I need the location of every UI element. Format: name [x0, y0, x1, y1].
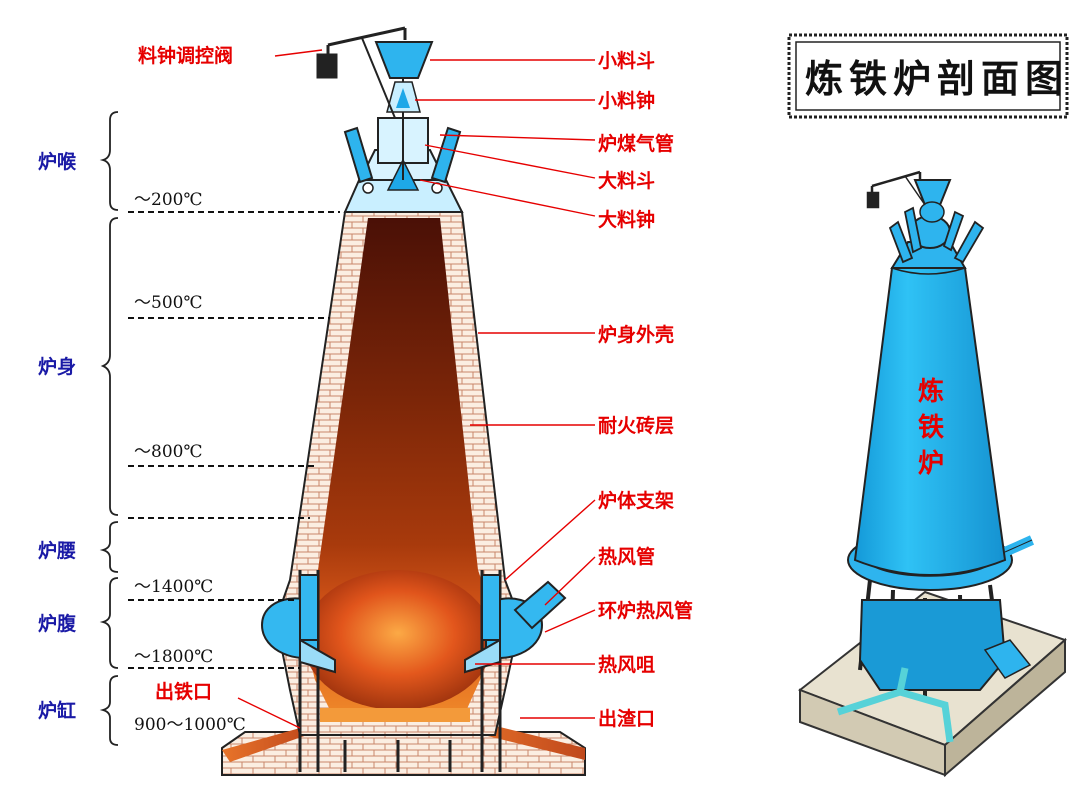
zone-bosh: 炉腹 — [38, 612, 77, 635]
label-taphole: 出铁口 — [155, 680, 212, 703]
diagram-title: 炼铁炉剖面图 — [805, 56, 1069, 101]
label-gas-pipe: 炉煤气管 — [598, 132, 674, 155]
temperature-level-lines — [128, 211, 340, 669]
label-brick-layer: 耐火砖层 — [598, 414, 674, 437]
furnace-3d-base — [858, 599, 1007, 691]
temp-800: ～800℃ — [134, 442, 202, 462]
temperature-labels: ～200℃ ～500℃ ～800℃ ～1400℃ ～1800℃ 900～1000… — [134, 190, 246, 735]
tap-runner-3d — [836, 667, 954, 743]
molten-iron — [320, 708, 470, 722]
zone-labels: 炉喉 炉身 炉腰 炉腹 炉缸 — [38, 150, 77, 722]
side-label-char-2: 铁 — [918, 412, 944, 443]
zone-belly: 炉腰 — [38, 539, 76, 562]
label-bell-control-valve: 料钟调控阀 — [138, 44, 233, 67]
slag-trough-3d — [983, 639, 1032, 679]
temp-1800: ～1800℃ — [134, 647, 213, 667]
temp-500: ～500℃ — [134, 293, 202, 313]
side-label-char-1: 炼 — [918, 377, 944, 407]
label-large-hopper: 大料斗 — [598, 169, 655, 192]
small-hopper-3d — [913, 179, 952, 206]
pedestal-front-right — [944, 637, 1066, 778]
temp-900-1000: 900～1000℃ — [134, 715, 246, 735]
control-lever-3d — [866, 170, 926, 209]
zone-brackets — [99, 111, 119, 746]
small-hopper — [374, 41, 434, 79]
zone-stack: 炉身 — [38, 355, 76, 378]
zone-hearth: 炉缸 — [38, 699, 76, 722]
slag-trough-left — [222, 728, 310, 762]
shell-3d — [853, 267, 1007, 576]
bell-control-valve — [316, 26, 407, 119]
label-support-frame: 炉体支架 — [598, 489, 674, 512]
gas-offtake-pipes — [343, 126, 462, 184]
leader-lines — [237, 49, 596, 729]
temp-200: ～200℃ — [134, 190, 202, 210]
label-shell: 炉身外壳 — [598, 323, 674, 346]
label-slag-notch: 出渣口 — [598, 707, 655, 730]
label-small-hopper: 小料斗 — [598, 49, 655, 72]
combustion-zone — [303, 570, 493, 710]
temp-1400: ～1400℃ — [134, 577, 213, 597]
furnace-3d-illustration: 炼 铁 炉 — [797, 170, 1067, 778]
title-box: 炼铁炉剖面图 — [787, 33, 1069, 119]
furnace-cross-section — [221, 26, 586, 776]
gas-pipes-3d — [888, 206, 985, 264]
hot-blast-pipe — [513, 580, 567, 630]
label-bustle-pipe: 环炉热风管 — [598, 599, 693, 622]
zone-throat: 炉喉 — [38, 150, 77, 173]
label-large-bell: 大料钟 — [598, 208, 655, 231]
side-label-char-3: 炉 — [918, 449, 944, 479]
label-small-bell: 小料钟 — [598, 89, 655, 112]
bustle-pipe — [260, 574, 544, 659]
label-hot-blast-pipe: 热风管 — [598, 545, 655, 568]
component-labels: 小料斗 小料钟 炉煤气管 大料斗 大料钟 炉身外壳 耐火砖层 炉体支架 热风管 … — [138, 44, 693, 730]
label-tuyere: 热风咀 — [598, 653, 655, 676]
